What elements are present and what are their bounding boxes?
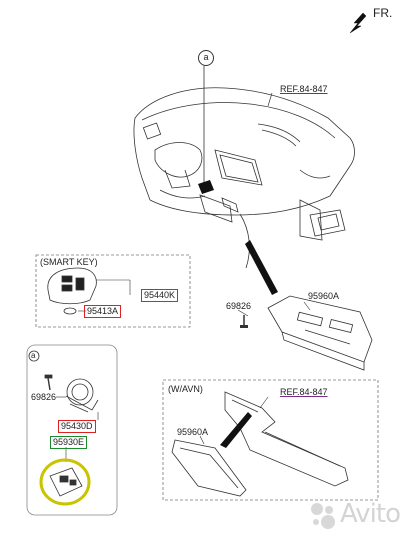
part-number-screw-inset: 69826 xyxy=(31,392,57,402)
orientation-label: FR. xyxy=(373,6,393,20)
watermark-text: Avito xyxy=(340,499,401,529)
reference-label-avn: REF.84-847 xyxy=(280,387,328,397)
avn-bezel-icon xyxy=(171,391,349,497)
callout-a-inset: a xyxy=(31,351,36,360)
smart-key-icon xyxy=(47,267,97,315)
callout-a-top: a xyxy=(198,50,214,66)
part-number-95413a: 95413A xyxy=(84,305,122,318)
highlight-ring xyxy=(39,458,91,506)
switch-assembly-icon xyxy=(44,374,99,413)
part-number-95960a-right: 95960A xyxy=(308,291,340,301)
part-number-screw-right: 69826 xyxy=(226,301,252,311)
front-module-icon xyxy=(267,295,373,371)
screw-icon xyxy=(240,315,248,328)
avn-title: (W/AVN) xyxy=(168,384,203,394)
part-number-95440k: 95440K xyxy=(141,289,179,302)
watermark: Avito xyxy=(308,498,416,534)
reference-label-top: REF.84-847 xyxy=(280,84,328,94)
part-number-95430d: 95430D xyxy=(58,420,96,433)
smart-key-title: (SMART KEY) xyxy=(40,257,98,267)
part-number-95930e: 95930E xyxy=(50,436,88,449)
part-number-95960a-avn: 95960A xyxy=(177,427,209,437)
front-arrow-icon xyxy=(349,12,367,34)
button-switch-icon xyxy=(49,467,83,497)
avito-logo-icon xyxy=(311,503,335,529)
